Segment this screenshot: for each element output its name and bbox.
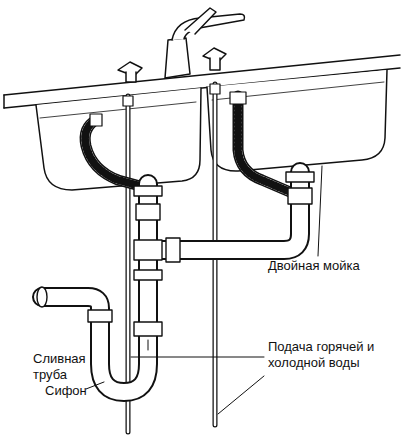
- part-label: Подача горячей и холодной воды: [268, 339, 396, 371]
- part-label: Сифон: [45, 383, 87, 399]
- leader-lines: [86, 166, 322, 414]
- sink-basins: [36, 70, 387, 190]
- part-label: Двойная мойка: [268, 258, 360, 274]
- faucet: [118, 8, 245, 82]
- overflow-hoses: [85, 92, 290, 192]
- part-label: Сливная труба: [33, 351, 93, 383]
